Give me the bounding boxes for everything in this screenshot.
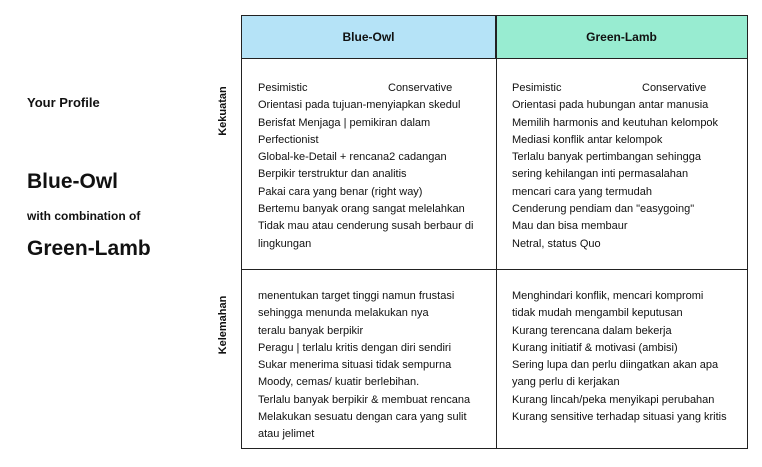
list-item: Moody, cemas/ kuatir berlebihan. [258, 376, 420, 389]
list-item: Sering lupa dan perlu diingatkan akan ap… [512, 359, 719, 372]
tag: Conservative [642, 82, 707, 94]
blue-owl-tags: Pesimistic Conservative [258, 80, 490, 97]
secondary-type: Green-Lamb [27, 237, 151, 260]
column-header-green-lamb: Green-Lamb [496, 16, 747, 58]
list-item: Kurang initiatif & motivasi (ambisi) [512, 341, 678, 354]
list-item: Peragu | terlalu kritis dengan diri send… [258, 341, 452, 354]
strengths-list: Orientasi pada tujuan-menyiapkan skedul … [258, 97, 490, 253]
green-lamb-tags: Pesimistic Conservative [512, 80, 744, 97]
list-item: Melakukan sesuatu dengan cara yang sulit [258, 411, 467, 424]
combination-text: with combination of [27, 209, 141, 223]
primary-type: Blue-Owl [27, 170, 119, 193]
list-item: Sukar menerima situasi tidak sempurna [258, 359, 452, 372]
list-item: Kurang sensitive terhadap situasi yang k… [512, 411, 727, 424]
profile-summary: Your Profile Blue-Owl with combination o… [0, 0, 215, 467]
list-item: Menghindari konflik, mencari kompromi [512, 290, 704, 302]
green-lamb-weaknesses-cell: Menghindari konflik, mencari kompromi ti… [512, 288, 744, 426]
list-item: mencari cara yang termudah [512, 185, 653, 198]
list-item: teralu banyak berpikir [258, 324, 364, 337]
tag: Conservative [388, 82, 453, 94]
list-item: Bertemu banyak orang sangat melelahkan [258, 203, 465, 216]
list-item: yang perlu di kerjakan [512, 376, 620, 389]
list-item: Cenderung pendiam dan "easygoing" [512, 203, 695, 216]
header-divider [242, 58, 747, 59]
list-item: Mau dan bisa membaur [512, 220, 628, 233]
list-item: Memilih harmonis and keutuhan kelompok [512, 116, 719, 129]
list-item: Orientasi pada hubungan antar manusia [512, 99, 709, 112]
row-label-weaknesses: Kelemahan [217, 295, 229, 355]
list-item: atau jelimet [258, 428, 315, 441]
list-item: Terlalu banyak pertimbangan sehingga [512, 151, 701, 164]
strengths-list: Orientasi pada hubungan antar manusia Me… [512, 97, 744, 253]
list-item: Berpikir terstruktur dan analitis [258, 168, 407, 181]
list-item: Pakai cara yang benar (right way) [258, 185, 423, 198]
list-item: Berisfat Menjaga | pemikiran dalam [258, 116, 431, 129]
your-profile-label: Your Profile [27, 95, 100, 110]
list-item: Tidak mau atau cenderung susah berbaur d… [258, 220, 474, 233]
blue-owl-strengths-cell: Pesimistic Conservative Orientasi pada t… [258, 80, 490, 253]
list-item: sehingga menunda melakukan nya [258, 307, 429, 320]
list-item: Terlalu banyak berpikir & membuat rencan… [258, 393, 471, 406]
list-item: Kurang terencana dalam bekerja [512, 324, 672, 337]
weaknesses-list: menentukan target tinggi namun frustasi … [258, 288, 490, 444]
list-item: Orientasi pada tujuan-menyiapkan skedul [258, 99, 461, 112]
list-item: Kurang lincah/peka menyikapi perubahan [512, 393, 715, 406]
row-label-strengths: Kekuatan [217, 86, 229, 136]
row-divider [242, 269, 747, 270]
list-item: Mediasi konflik antar kelompok [512, 133, 663, 146]
list-item: sering kehilangan inti permasalahan [512, 168, 689, 181]
list-item: tidak mudah mengambil keputusan [512, 307, 683, 320]
blue-owl-weaknesses-cell: menentukan target tinggi namun frustasi … [258, 288, 490, 444]
tag: Pesimistic [512, 82, 562, 94]
column-divider [496, 16, 497, 448]
list-item: Perfectionist [258, 133, 319, 146]
list-item: lingkungan [258, 237, 312, 250]
list-item: Global-ke-Detail + rencana2 cadangan [258, 151, 447, 164]
list-item: menentukan target tinggi namun frustasi [258, 290, 455, 302]
weaknesses-list: Menghindari konflik, mencari kompromi ti… [512, 288, 744, 426]
tag: Pesimistic [258, 82, 308, 94]
column-header-blue-owl: Blue-Owl [242, 16, 496, 58]
green-lamb-strengths-cell: Pesimistic Conservative Orientasi pada h… [512, 80, 744, 253]
comparison-table: Blue-Owl Green-Lamb Pesimistic Conservat… [241, 15, 748, 449]
list-item: Netral, status Quo [512, 237, 601, 250]
